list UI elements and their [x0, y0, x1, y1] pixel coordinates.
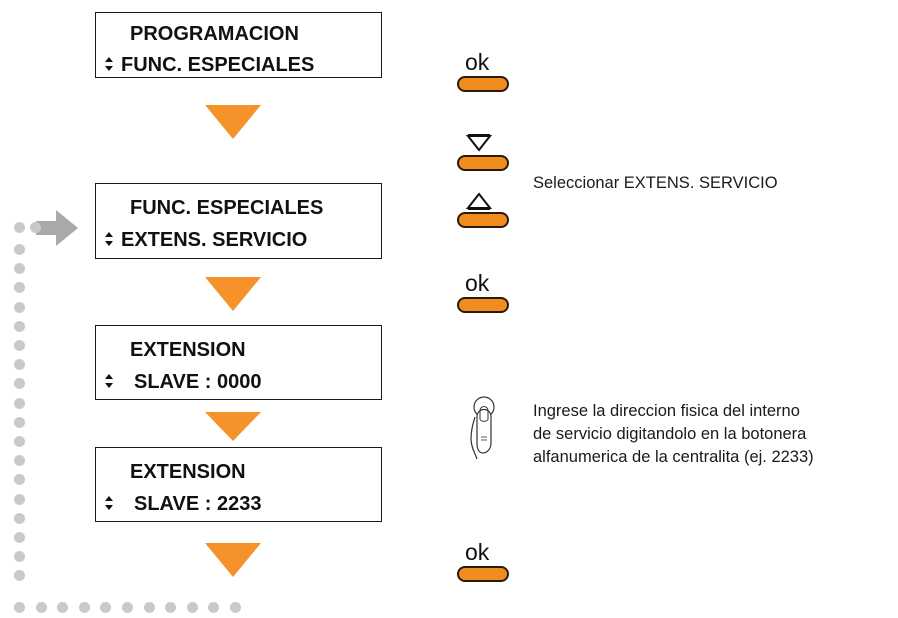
loop-dot	[14, 340, 25, 351]
loop-dot	[14, 398, 25, 409]
loop-dot	[122, 602, 133, 613]
screen-line-1: FUNC. ESPECIALES	[130, 197, 324, 219]
lcd-screen-func-especiales: FUNC. ESPECIALES EXTENS. SERVICIO	[95, 183, 382, 259]
loop-dot	[14, 244, 25, 255]
loop-dot	[14, 222, 25, 233]
loop-dot	[57, 602, 68, 613]
ok-key-label: ok	[465, 539, 490, 565]
select-instruction-text: Seleccionar EXTENS. SERVICIO	[533, 174, 778, 192]
loop-dot	[14, 378, 25, 389]
down-key-button[interactable]	[457, 155, 509, 171]
ok-key-button[interactable]	[457, 566, 509, 582]
instruction-line: alfanumerica de la centralita (ej. 2233)	[533, 448, 814, 466]
screen-line-2: FUNC. ESPECIALES	[121, 54, 315, 76]
loop-dot	[14, 532, 25, 543]
enter-address-instruction: Ingrese la direccion fisica del interno …	[533, 400, 814, 469]
loop-dot	[14, 455, 25, 466]
ok-key-label: ok	[465, 49, 490, 75]
flow-arrow-down-icon	[205, 543, 261, 577]
loop-dot	[14, 302, 25, 313]
screen-line-1: EXTENSION	[130, 461, 246, 483]
screen-line-1: PROGRAMACION	[130, 23, 299, 45]
ok-key-label: ok	[465, 270, 490, 296]
triangle-up-icon	[466, 192, 492, 210]
ok-key-button[interactable]	[457, 76, 509, 92]
instruction-line: Ingrese la direccion fisica del interno	[533, 402, 800, 420]
loop-dot	[14, 321, 25, 332]
flow-arrow-down-icon	[205, 412, 261, 441]
triangle-down-icon	[466, 134, 492, 152]
lcd-screen-extension-0000: EXTENSION SLAVE : 0000	[95, 325, 382, 400]
loop-dot	[230, 602, 241, 613]
screen-line-2: SLAVE : 0000	[134, 371, 262, 393]
loop-dot	[144, 602, 155, 613]
up-down-selector-icon	[105, 57, 113, 71]
loop-return-arrow-icon	[36, 210, 78, 246]
loop-dot	[14, 263, 25, 274]
flow-arrow-down-icon	[205, 277, 261, 311]
lcd-screen-programacion: PROGRAMACION FUNC. ESPECIALES	[95, 12, 382, 78]
flow-arrow-down-icon	[205, 105, 261, 139]
loop-dot	[14, 282, 25, 293]
loop-dot	[36, 602, 47, 613]
loop-dot	[30, 222, 41, 233]
loop-dot	[14, 570, 25, 581]
screen-line-2: SLAVE : 2233	[134, 493, 262, 515]
up-down-selector-icon	[105, 374, 113, 388]
loop-dot	[14, 513, 25, 524]
loop-dot	[208, 602, 219, 613]
loop-dot	[165, 602, 176, 613]
ok-key-button[interactable]	[457, 297, 509, 313]
screen-line-1: EXTENSION	[130, 339, 246, 361]
up-down-selector-icon	[105, 232, 113, 246]
loop-dot	[14, 474, 25, 485]
loop-dot	[14, 602, 25, 613]
loop-dot	[187, 602, 198, 613]
loop-dot	[14, 551, 25, 562]
loop-dot	[14, 436, 25, 447]
loop-dot	[79, 602, 90, 613]
up-down-selector-icon	[105, 496, 113, 510]
loop-dot	[14, 494, 25, 505]
loop-dot	[100, 602, 111, 613]
loop-dot	[14, 417, 25, 428]
loop-dot	[14, 359, 25, 370]
instruction-line: de servicio digitandolo en la botonera	[533, 425, 807, 443]
lcd-screen-extension-2233: EXTENSION SLAVE : 2233	[95, 447, 382, 522]
finger-press-icon	[470, 396, 495, 460]
up-key-button[interactable]	[457, 212, 509, 228]
screen-line-2: EXTENS. SERVICIO	[121, 229, 308, 251]
